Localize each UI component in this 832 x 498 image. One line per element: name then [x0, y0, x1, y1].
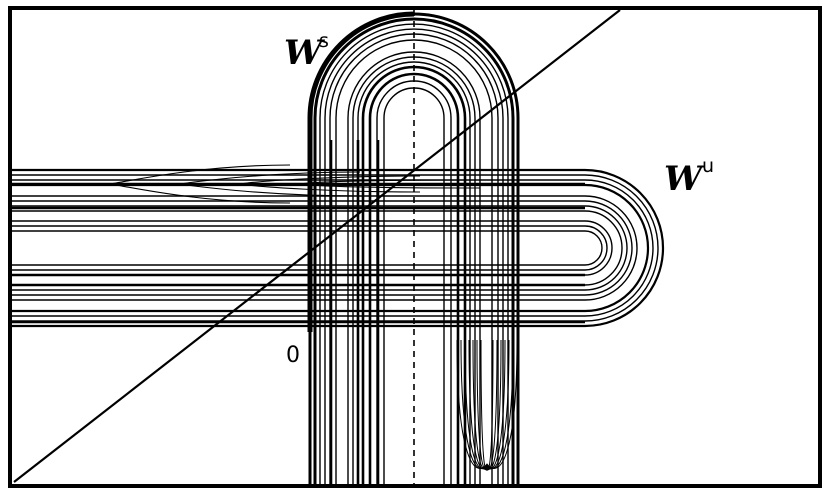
frame-border: [8, 6, 822, 488]
label-Ws-main: W: [284, 33, 325, 73]
stable-bold-branch: [307, 11, 415, 332]
stable-loop-6: [347, 51, 481, 486]
unstable-loop-7: [12, 210, 623, 286]
unstable-loop-5: [12, 200, 633, 296]
stable-loop-5: [335, 39, 493, 486]
stable-loop-1: [313, 17, 515, 486]
unstable-tongue-2: [299, 179, 481, 189]
stable-u-fold-4: [472, 339, 502, 470]
unstable-loop-6: [12, 205, 628, 291]
unstable-loop-1: [12, 174, 659, 322]
stable-u-fold-2: [464, 339, 510, 470]
stable-loop-8: [357, 61, 471, 486]
unstable-tongue-1: [239, 175, 421, 193]
stable-loop-3: [324, 28, 504, 486]
unstable-loop-3: [12, 183, 650, 313]
label-Wu-main: W: [664, 159, 705, 199]
stable-u-fold-0: [456, 339, 518, 469]
stable-u-fold-3: [468, 339, 506, 470]
unstable-loop-2: [12, 179, 654, 317]
stable-u-fold-6: [480, 339, 494, 471]
unstable-loop-4: [12, 195, 638, 301]
diagonal-line: [13, 9, 621, 483]
label-origin: 0: [286, 343, 300, 368]
unstable-tongue-3: [109, 164, 291, 204]
stable-u-fold-5: [476, 339, 498, 471]
unstable-manifold-Wu: [12, 164, 665, 328]
stable-u-fold-1: [460, 339, 514, 469]
label-Wu-superscript: u: [702, 155, 714, 177]
unstable-loop-9: [12, 225, 608, 271]
unstable-loop-10: [12, 230, 603, 266]
unstable-loop-8: [12, 220, 613, 276]
unstable-loop-0: [12, 168, 665, 328]
unstable-tongue-0: [179, 171, 361, 197]
stable-loop-10: [368, 72, 460, 486]
label-Ws-superscript: s: [319, 30, 329, 52]
